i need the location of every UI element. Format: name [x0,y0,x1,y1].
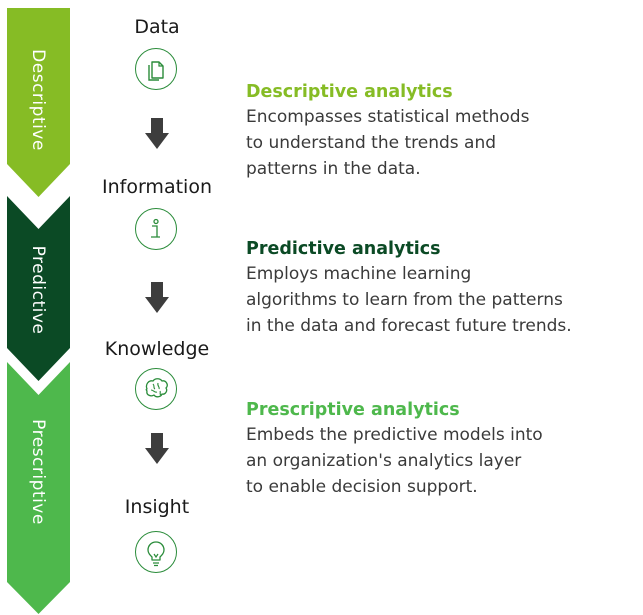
brain-icon [135,368,177,410]
down-arrow-icon [145,118,169,149]
stage-label-predictive: Predictive [28,245,48,335]
description-line: in the data and forecast future trends. [246,316,572,336]
description-body: Embeds the predictive models into an org… [246,422,543,500]
description-body: Employs machine learning algorithms to l… [246,261,572,339]
description-line: an organization's analytics layer [246,451,522,471]
description-predictive: Predictive analytics Employs machine lea… [246,237,572,339]
step-label-data: Data [134,16,180,38]
description-body: Encompasses statistical methods to under… [246,104,529,182]
description-descriptive: Descriptive analytics Encompasses statis… [246,80,529,182]
step-label-information: Information [102,176,212,198]
info-icon [135,208,177,250]
description-title: Predictive analytics [246,239,441,259]
description-line: Employs machine learning [246,264,472,284]
stage-segment-descriptive [7,8,70,197]
description-line: to enable decision support. [246,477,478,497]
description-line: Embeds the predictive models into [246,425,543,445]
stage-segment-predictive [7,196,70,381]
stage-label-descriptive: Descriptive [28,49,48,151]
step-label-knowledge: Knowledge [104,338,210,360]
description-line: patterns in the data. [246,159,421,179]
down-arrow-icon [145,282,169,313]
description-title: Descriptive analytics [246,82,453,102]
description-line: algorithms to learn from the patterns [246,290,563,310]
step-label-insight: Insight [124,496,190,518]
description-title: Prescriptive analytics [246,400,460,420]
down-arrow-icon [145,433,169,464]
stage-label-prescriptive: Prescriptive [28,419,48,525]
stage-arrow [7,8,70,614]
lightbulb-icon [135,531,177,573]
description-line: Encompasses statistical methods [246,107,530,127]
description-prescriptive: Prescriptive analytics Embeds the predic… [246,398,543,500]
stage-segment-prescriptive [7,362,70,614]
description-line: to understand the trends and [246,133,497,153]
document-icon [135,48,177,90]
